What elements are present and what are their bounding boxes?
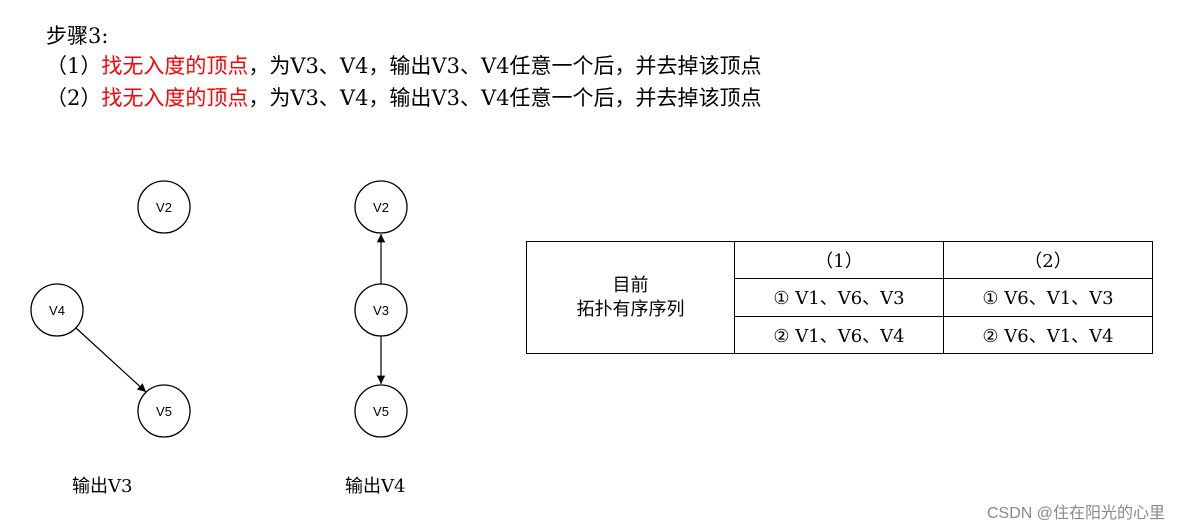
step-1-prefix: （1） [46,54,102,78]
graph2-caption: 输出V4 [345,476,406,497]
table-cell: ② V6、V1、V4 [943,315,1153,355]
step-2-highlight: 找无入度的顶点 [101,86,249,110]
table-header-row: 目前 拓扑有序序列 （1） （2） [526,240,1153,354]
graph2-node-v2: V2 [354,180,408,234]
graph1-caption: 输出V3 [72,476,133,497]
table-cell: ② V1、V6、V4 [734,315,944,355]
graph2-node-v2-label: V2 [373,200,389,215]
watermark: CSDN @住在阳光的心里 [986,505,1165,522]
graph2-node-v3: V3 [354,283,408,337]
graph1-node-v2-label: V2 [156,200,172,215]
edge-v4-v5 [75,327,147,393]
step-1-rest: ，为V3、V4，输出V3、V4任意一个后，并去掉该顶点 [248,54,762,78]
graph1-node-v2: V2 [137,180,191,234]
graph1-node-v5-label: V5 [156,404,172,419]
graph2-node-v5-label: V5 [373,404,389,419]
table-row: ① V1、V6、V3 ① V6、V1、V3 [527,278,1153,317]
row-header-line-2: 拓扑有序序列 [576,298,685,320]
topological-order-table: 目前 拓扑有序序列 （1） （2） ① V1、V6、V3 ① V6、V1、V3 … [526,240,1153,355]
column-header-2: （2） [943,240,1153,280]
graph2-node-v3-label: V3 [373,303,389,318]
graph1-node-v5: V5 [137,384,191,438]
step-1-highlight: 找无入度的顶点 [101,54,249,78]
table-cell: ① V6、V1、V3 [943,278,1153,317]
table-row-header-cell: 目前 拓扑有序序列 [526,241,735,354]
graph1-node-v4-label: V4 [49,303,65,318]
table-cell: ① V1、V6、V3 [734,278,944,317]
graph1-node-v4: V4 [30,283,84,337]
column-header-1: （1） [734,240,944,280]
step-line-1: （1）找无入度的顶点，为V3、V4，输出V3、V4任意一个后，并去掉该顶点 [46,52,761,80]
step-line-2: （2）找无入度的顶点，为V3、V4，输出V3、V4任意一个后，并去掉该顶点 [46,84,761,112]
step-2-prefix: （2） [46,86,102,110]
table-row: ② V1、V6、V4 ② V6、V1、V4 [527,315,1153,355]
step-2-rest: ，为V3、V4，输出V3、V4任意一个后，并去掉该顶点 [248,86,762,110]
row-header-line-1: 目前 [612,274,649,296]
graph2-node-v5: V5 [354,384,408,438]
step-heading: 步骤3: [46,24,109,48]
